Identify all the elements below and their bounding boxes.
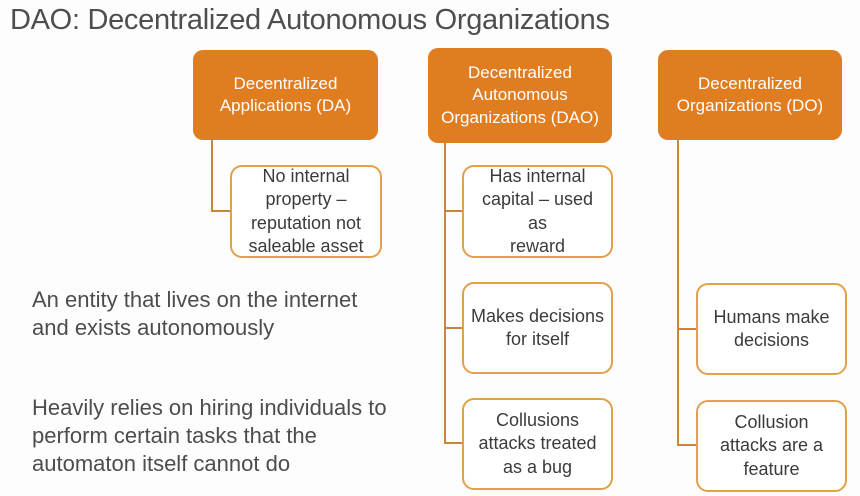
- connector-dao-branch-2: [446, 327, 462, 329]
- child-da-no-internal-property: No internal property – reputation not sa…: [230, 165, 382, 258]
- connector-dao-branch-1: [446, 210, 462, 212]
- connector-da-column: [211, 140, 230, 212]
- header-decentralized-organizations: Decentralized Organizations (DO): [658, 50, 842, 140]
- header-decentralized-autonomous-organizations: Decentralized Autonomous Organizations (…: [428, 48, 612, 143]
- child-dao-has-internal-capital: Has internal capital – used as reward: [462, 165, 613, 258]
- note-entity-on-internet: An entity that lives on the internet and…: [32, 287, 358, 341]
- slide-title: DAO: Decentralized Autonomous Organizati…: [10, 4, 610, 36]
- connector-dao-column: [444, 143, 462, 444]
- note-relies-on-hiring: Heavily relies on hiring individuals to …: [32, 395, 387, 477]
- connector-do-column: [677, 140, 696, 446]
- header-decentralized-applications: Decentralized Applications (DA): [193, 50, 378, 140]
- child-do-collusion-feature: Collusion attacks are a feature: [696, 400, 847, 492]
- child-dao-collusion-bug: Collusions attacks treated as a bug: [462, 398, 613, 490]
- child-do-humans-decide: Humans make decisions: [696, 283, 847, 375]
- connector-do-branch-1: [679, 328, 696, 330]
- child-dao-makes-decisions: Makes decisions for itself: [462, 282, 613, 374]
